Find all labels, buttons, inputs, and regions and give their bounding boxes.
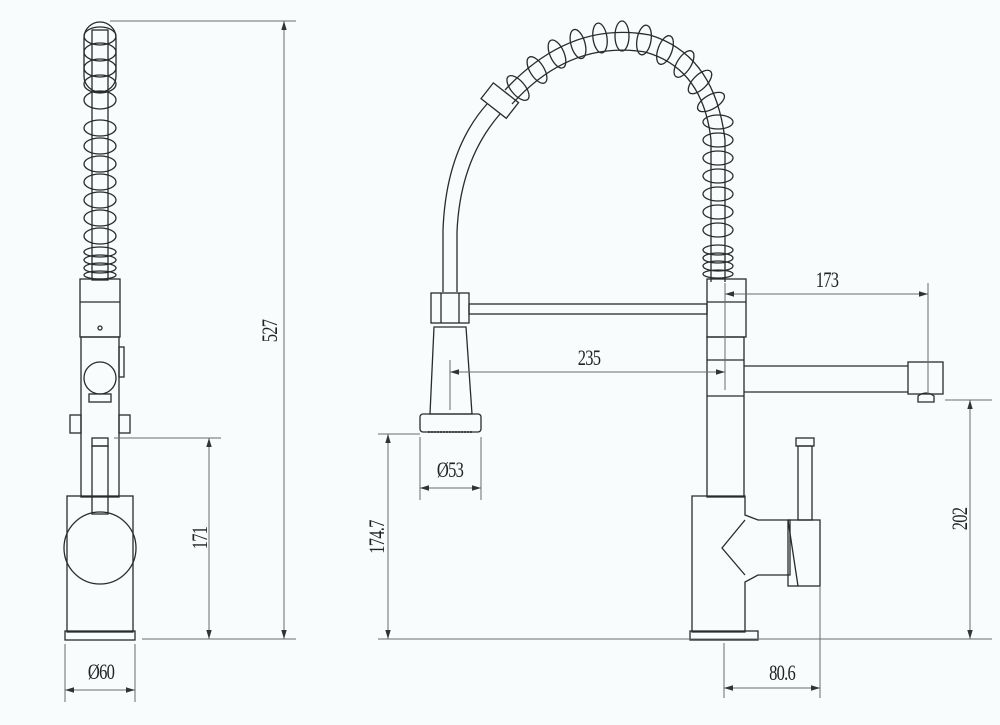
handle-cap (91, 437, 109, 447)
collar (79, 278, 121, 338)
spring-coil-side (83, 21, 117, 281)
base-body-front (691, 495, 791, 633)
spout-arm (744, 365, 908, 393)
connector-knob (83, 361, 117, 395)
handle-disc (63, 511, 137, 585)
hose-sleeve (480, 81, 520, 120)
dim-sprayer-reach (449, 360, 725, 410)
label-handle-offset: 80.6 (769, 660, 796, 685)
spring-coil-front (506, 20, 734, 279)
base-plate (64, 630, 136, 641)
dim-spout-reach (724, 283, 929, 395)
label-sprayer-height: 174.7 (364, 520, 389, 554)
base-plate-front (689, 630, 759, 641)
holder-bar (468, 303, 708, 315)
dim-sprayer-diameter (419, 437, 482, 500)
label-spout-reach: 173 (815, 267, 839, 292)
base-body (66, 495, 134, 633)
hose-outer (442, 103, 488, 292)
dim-handle-height (114, 437, 221, 639)
handle-cap-front (795, 437, 815, 447)
sprayer-body (429, 326, 473, 415)
dim-spout-height (945, 399, 992, 639)
label-handle-height: 171 (187, 526, 212, 550)
dim-sprayer-height (378, 433, 992, 640)
handle-lever-front (797, 445, 813, 521)
sprayer-face (419, 413, 482, 433)
handle-lever (91, 445, 109, 515)
dim-base-diameter (64, 644, 136, 702)
hose-inner (456, 113, 501, 292)
label-base-diameter: Ø60 (87, 659, 115, 684)
front-view (378, 20, 992, 698)
dim-handle-offset (723, 586, 821, 698)
label-spout-height: 202 (947, 507, 972, 531)
spout-head (907, 361, 944, 395)
spring-collar (706, 278, 747, 338)
sprayer-clamp (430, 292, 470, 324)
label-sprayer-reach: 235 (577, 345, 601, 370)
label-sprayer-diameter: Ø53 (436, 457, 464, 482)
dim-total-height (110, 20, 296, 640)
label-total-height: 527 (257, 319, 282, 343)
aerator (917, 392, 935, 403)
side-view (63, 20, 296, 702)
